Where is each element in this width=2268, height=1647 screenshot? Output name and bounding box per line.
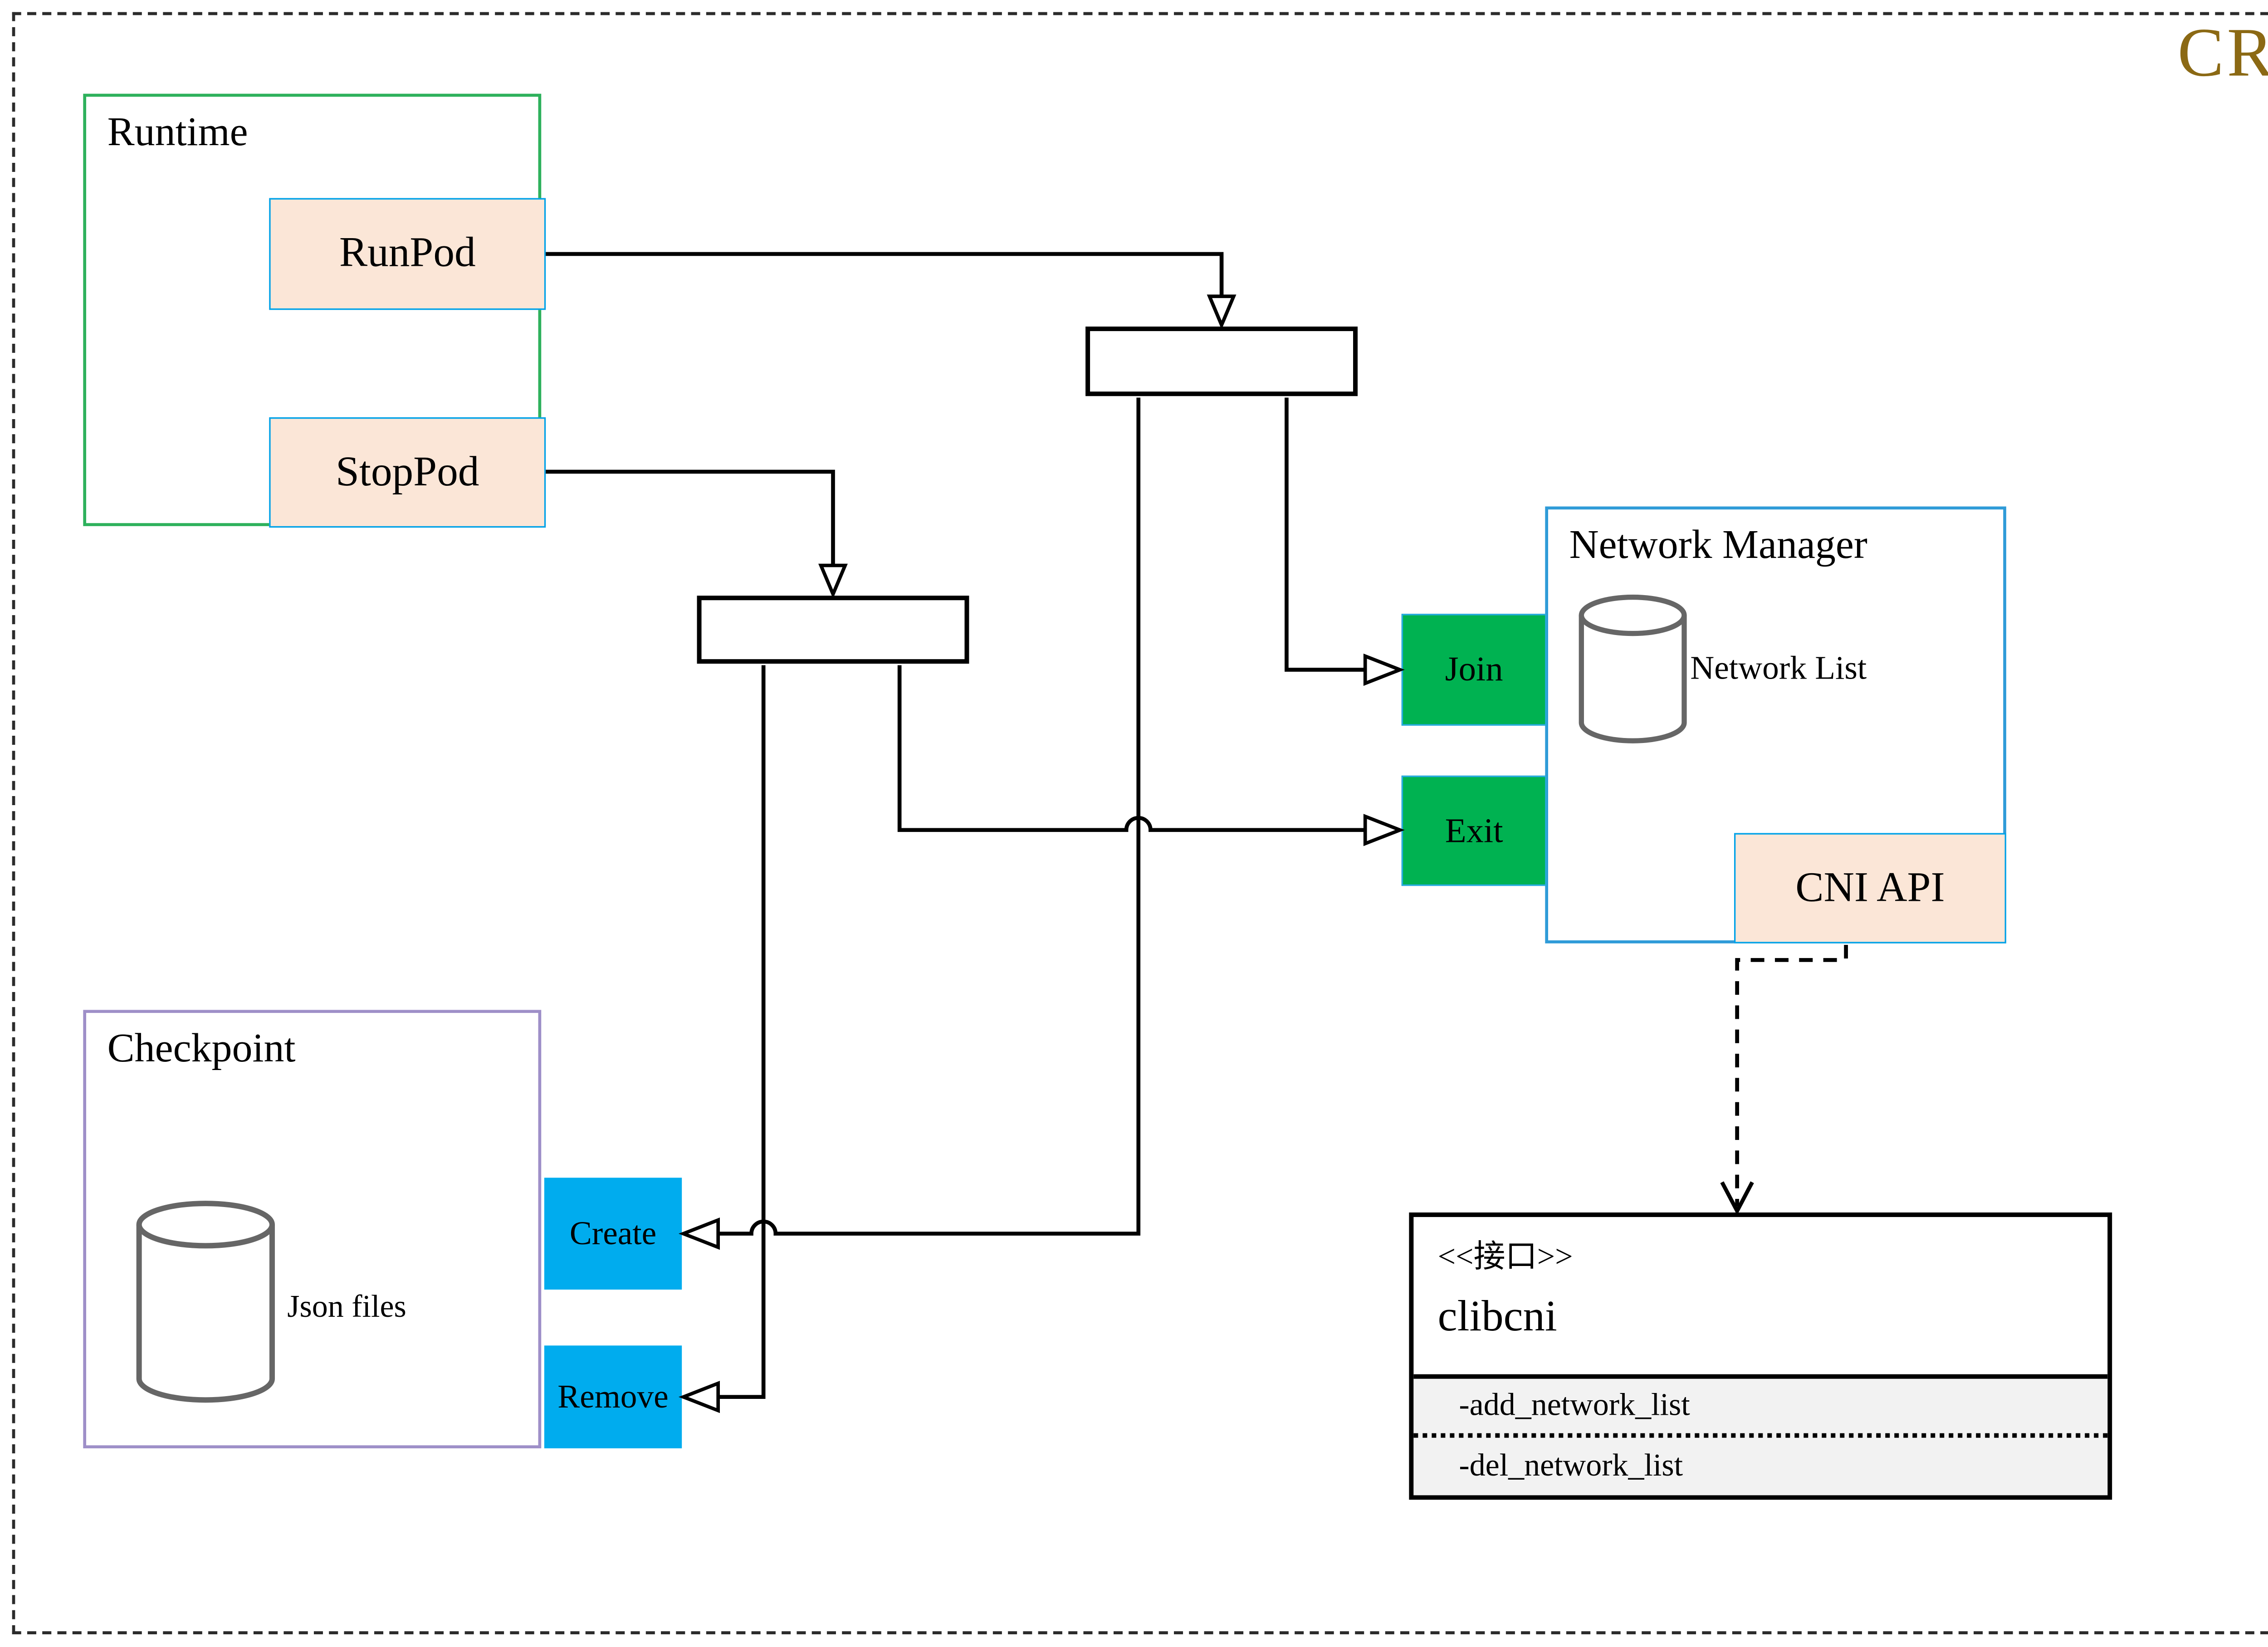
stoppod-junction-bar	[697, 596, 969, 664]
runpod-junction-bar	[1085, 326, 1358, 396]
clibcni-method-del: -del_network_list	[1459, 1447, 1683, 1484]
checkpoint-title: Checkpoint	[107, 1025, 296, 1070]
clibcni-name: clibcni	[1437, 1292, 1557, 1341]
json-files-label: Json files	[287, 1288, 406, 1324]
clibcni-interface-class: <<接口>> clibcni -add_network_list -del_ne…	[1409, 1212, 2112, 1500]
runpod-node: RunPod	[269, 198, 546, 310]
outer-dashed-border	[12, 12, 2268, 1634]
runtime-title: Runtime	[107, 108, 248, 154]
checkpoint-container: Checkpoint	[83, 1010, 542, 1449]
network-list-label: Network List	[1690, 648, 1867, 687]
stoppod-node: StopPod	[269, 417, 546, 528]
network-manager-title: Network Manager	[1569, 521, 1867, 567]
clibcni-methods-section: -add_network_list -del_network_list	[1413, 1374, 2108, 1495]
clibcni-stereotype: <<接口>>	[1437, 1238, 1573, 1275]
clibcni-header: <<接口>> clibcni	[1413, 1217, 2107, 1374]
exit-node: Exit	[1401, 775, 1547, 886]
join-node: Join	[1401, 614, 1547, 726]
clibcni-method-add: -add_network_list	[1413, 1379, 2108, 1437]
create-node: Create	[544, 1178, 682, 1290]
cni-api-node: CNI API	[1734, 833, 2006, 943]
diagram-title: CRI	[2177, 13, 2268, 91]
remove-node: Remove	[544, 1345, 682, 1449]
